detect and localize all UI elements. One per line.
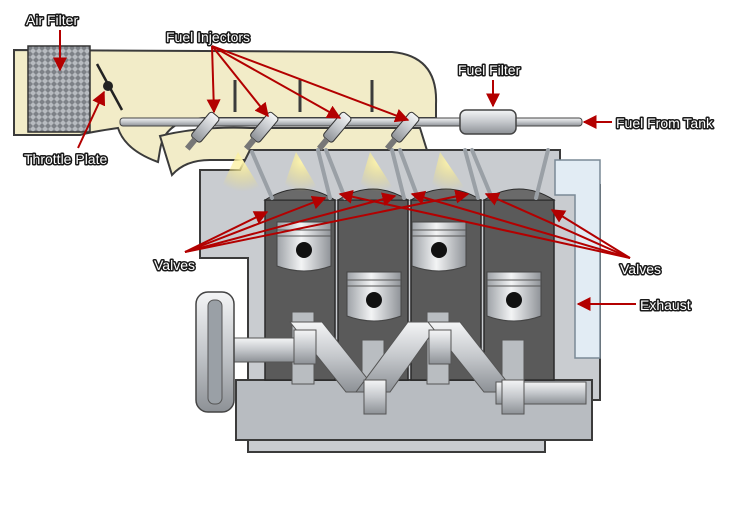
crankshaft: [231, 321, 587, 415]
fuel-filter: [459, 109, 517, 135]
annotation-arrows: [53, 30, 636, 311]
fuel-spray: [220, 152, 470, 196]
label-air-filter: Air Filter: [26, 12, 78, 28]
pulley: [195, 291, 235, 413]
fuel-injectors: [184, 111, 420, 151]
label-exhaust: Exhaust: [640, 297, 691, 313]
fuel-injector-4: [384, 111, 420, 151]
label-throttle-plate: Throttle Plate: [24, 151, 107, 167]
labels: Air Filter Fuel Injectors Fuel Filter Fu…: [23, 11, 716, 315]
label-fuel-filter: Fuel Filter: [458, 62, 521, 78]
label-valves-right: Valves: [620, 261, 661, 277]
intake-manifold: [13, 48, 438, 164]
fuel-injector-2: [243, 111, 279, 151]
label-valves-left: Valves: [154, 257, 195, 273]
valve-stems: [250, 148, 550, 200]
label-fuel-from-tank: Fuel From Tank: [616, 115, 714, 131]
piston-4: [486, 271, 542, 389]
fuel-injector-3: [316, 111, 352, 151]
fuel-injector-1: [184, 111, 220, 151]
label-fuel-injectors: Fuel Injectors: [166, 29, 250, 45]
throttle-plate: [95, 63, 124, 111]
